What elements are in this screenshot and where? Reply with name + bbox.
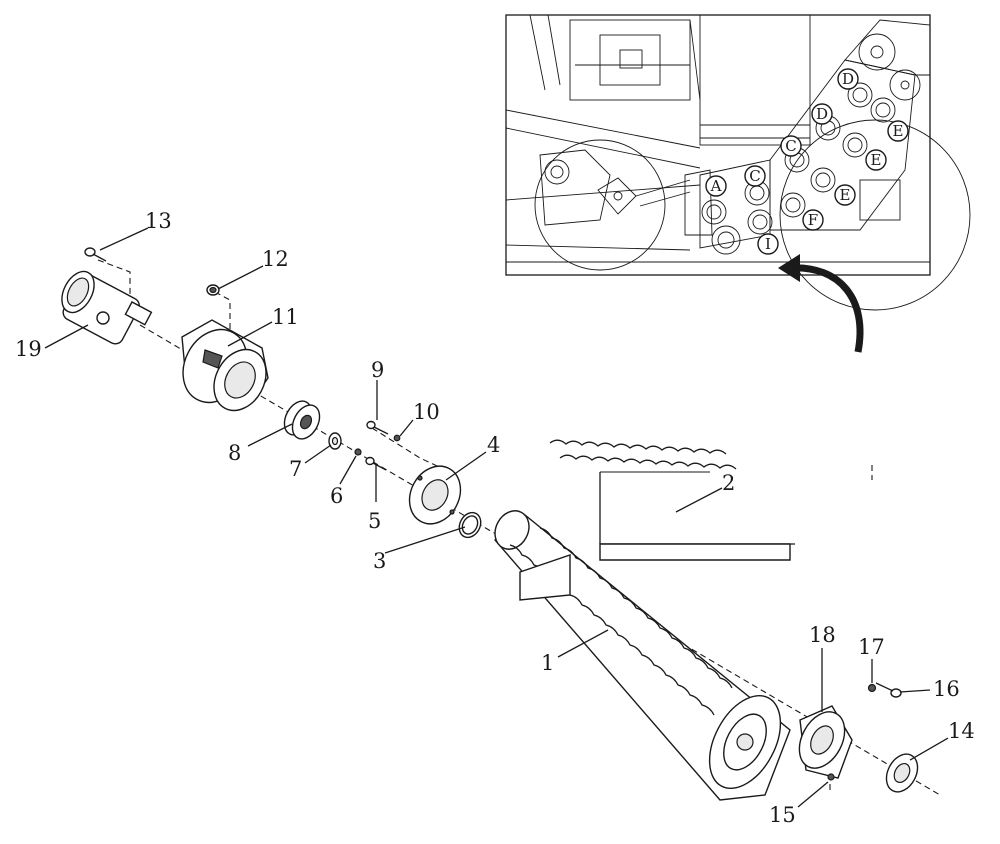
inset-marker-a: A bbox=[705, 175, 727, 197]
part-1-auger-roller bbox=[494, 510, 791, 801]
part-16-screw bbox=[875, 682, 902, 698]
inset-letter-markers: A C C D D E E bbox=[705, 68, 909, 255]
callout-19: 19 bbox=[15, 337, 42, 361]
callout-5: 5 bbox=[368, 509, 381, 533]
callout-18: 18 bbox=[809, 623, 836, 647]
part-15-nut bbox=[827, 773, 835, 781]
callout-1: 1 bbox=[541, 651, 554, 675]
callout-3: 3 bbox=[373, 549, 386, 573]
callout-14: 14 bbox=[948, 719, 975, 743]
svg-text:F: F bbox=[808, 211, 818, 229]
part-17-nut bbox=[867, 683, 877, 693]
inset-marker-i: I bbox=[757, 233, 779, 255]
svg-text:I: I bbox=[765, 235, 771, 253]
inset-marker-d1: D bbox=[811, 103, 833, 125]
callout-9: 9 bbox=[371, 358, 384, 382]
callout-2: 2 bbox=[722, 471, 735, 495]
svg-text:C: C bbox=[785, 137, 796, 155]
inset-marker-f: F bbox=[802, 209, 824, 231]
part-3-snap-ring bbox=[458, 511, 482, 539]
svg-text:C: C bbox=[749, 167, 760, 185]
svg-text:A: A bbox=[710, 177, 722, 195]
callout-8: 8 bbox=[228, 441, 241, 465]
part-12-nut bbox=[206, 284, 220, 296]
part-13-screw bbox=[84, 247, 107, 262]
part-8-pulley bbox=[283, 400, 321, 440]
callout-13: 13 bbox=[145, 209, 172, 233]
callout-11: 11 bbox=[272, 305, 299, 329]
callout-7: 7 bbox=[289, 457, 302, 481]
svg-text:E: E bbox=[840, 186, 851, 204]
inset-machine-frame bbox=[505, 14, 971, 311]
leader-lines bbox=[44, 227, 949, 808]
part-2-scraper-blade bbox=[549, 439, 795, 561]
svg-text:E: E bbox=[893, 122, 904, 140]
callout-12: 12 bbox=[262, 247, 289, 271]
part-10-lock-washer bbox=[393, 434, 401, 442]
part-4-flange bbox=[408, 465, 462, 525]
callout-10: 10 bbox=[413, 400, 440, 424]
callout-16: 16 bbox=[933, 677, 960, 701]
part-5-screw bbox=[365, 456, 387, 471]
svg-text:D: D bbox=[842, 70, 854, 88]
inset-marker-e1: E bbox=[887, 120, 909, 142]
callout-17: 17 bbox=[858, 635, 885, 659]
part-7-washer bbox=[328, 432, 342, 450]
inset-locator-view: A C C D D E E bbox=[505, 14, 971, 311]
part-19-hydraulic-motor bbox=[61, 270, 153, 345]
callout-4: 4 bbox=[487, 433, 500, 457]
svg-text:D: D bbox=[816, 105, 828, 123]
part-6-nut bbox=[354, 448, 362, 456]
part-14-bearing bbox=[885, 753, 919, 793]
part-18-bearing-flange bbox=[798, 705, 853, 779]
inset-marker-e2: E bbox=[865, 149, 887, 171]
callout-6: 6 bbox=[330, 484, 343, 508]
callout-numbers: 13 12 11 19 9 10 4 8 7 6 5 2 3 1 18 17 1… bbox=[15, 209, 975, 827]
part-9-screw bbox=[366, 420, 389, 435]
locator-arrow bbox=[778, 254, 864, 353]
part-11-bearing-housing bbox=[181, 319, 269, 412]
svg-text:E: E bbox=[871, 151, 882, 169]
inset-marker-c1: C bbox=[744, 165, 766, 187]
inset-marker-d2: D bbox=[837, 68, 859, 90]
inset-marker-e3: E bbox=[834, 184, 856, 206]
inset-marker-c2: C bbox=[780, 135, 802, 157]
callout-15: 15 bbox=[769, 803, 796, 827]
